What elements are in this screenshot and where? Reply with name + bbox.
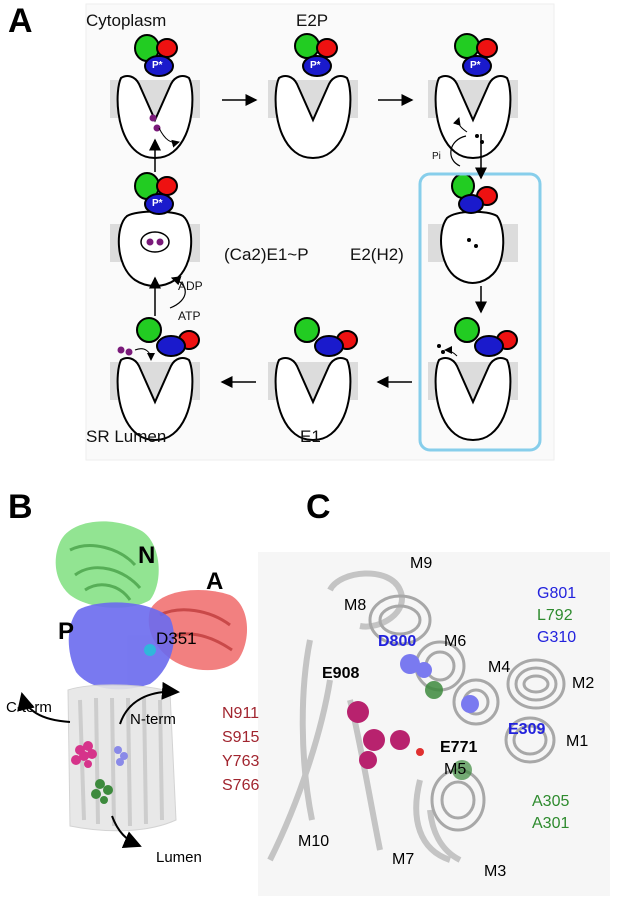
residue-e771: E771 — [440, 739, 478, 756]
residue-a305: A305 — [532, 793, 570, 810]
domain-n-label: N — [138, 542, 156, 569]
n-term-label: N-term — [130, 711, 176, 728]
residue-g310: G310 — [537, 629, 577, 646]
residue-y763: Y763 — [222, 753, 260, 770]
pi-label: Pi — [432, 151, 441, 162]
green-residue-cluster — [91, 779, 113, 804]
panel-a-letter: A — [8, 2, 33, 40]
adp-label: ADP — [178, 279, 203, 293]
pump-e2p — [274, 33, 352, 159]
state-e2h2: E2(H2) — [350, 245, 404, 264]
atp-label: ATP — [178, 309, 201, 323]
helix-m5: M5 — [444, 761, 467, 778]
lumen-arrow — [111, 815, 142, 848]
residue-d800: D800 — [378, 633, 417, 650]
panel-c-letter: C — [306, 488, 331, 526]
residue-s766: S766 — [222, 777, 260, 794]
helix-m9: M9 — [410, 555, 433, 572]
pump-top-right — [434, 33, 512, 159]
transmembrane-region — [67, 684, 177, 832]
residue-e309: E309 — [508, 721, 546, 738]
pump-cytoplasm — [116, 34, 194, 159]
pump-occluded — [117, 172, 193, 287]
residue-l792: L792 — [537, 607, 573, 624]
blue-residue-cluster — [114, 746, 128, 766]
pump-sr-lumen — [116, 317, 200, 441]
residue-a301: A301 — [532, 815, 570, 832]
state-e1: E1 — [300, 427, 321, 446]
c-term-label: C-term — [6, 699, 52, 716]
residue-e908: E908 — [322, 665, 360, 682]
atp-adp-arrow — [169, 276, 186, 309]
lumen-label: Lumen — [156, 849, 202, 866]
helix-coils — [267, 570, 462, 863]
p-mark: P* — [152, 60, 163, 71]
state-e2p: E2P — [296, 11, 329, 30]
p-mark: P* — [152, 198, 163, 209]
helix-m10: M10 — [298, 833, 330, 850]
p-mark: P* — [310, 60, 321, 71]
panel-b-letter: B — [8, 488, 33, 526]
helix-m6: M6 — [444, 633, 467, 650]
p-mark: P* — [470, 60, 481, 71]
pi-release-arrow — [450, 135, 467, 167]
state-ca2e1p: (Ca2)E1~P — [224, 245, 309, 264]
pink-residue-cluster — [71, 741, 97, 768]
panel-a-diagram — [85, 3, 555, 461]
residue-s915: S915 — [222, 729, 260, 746]
helix-m4: M4 — [488, 659, 511, 676]
state-cytoplasm: Cytoplasm — [86, 11, 167, 30]
helix-m7: M7 — [392, 851, 415, 868]
d351-label: D351 — [156, 629, 197, 648]
domain-a-label: A — [206, 568, 224, 595]
state-sr-lumen: SR Lumen — [86, 427, 167, 446]
residue-g801: G801 — [537, 585, 577, 602]
residue-n911: N911 — [222, 705, 260, 722]
helix-m3: M3 — [484, 863, 507, 880]
helix-m2: M2 — [572, 675, 595, 692]
domain-p-label: P — [58, 618, 75, 645]
pump-e2h2 — [440, 173, 505, 284]
pump-bottom-right — [434, 317, 518, 441]
helix-m1: M1 — [566, 733, 589, 750]
helix-m8: M8 — [344, 597, 367, 614]
pump-e1 — [274, 317, 358, 441]
